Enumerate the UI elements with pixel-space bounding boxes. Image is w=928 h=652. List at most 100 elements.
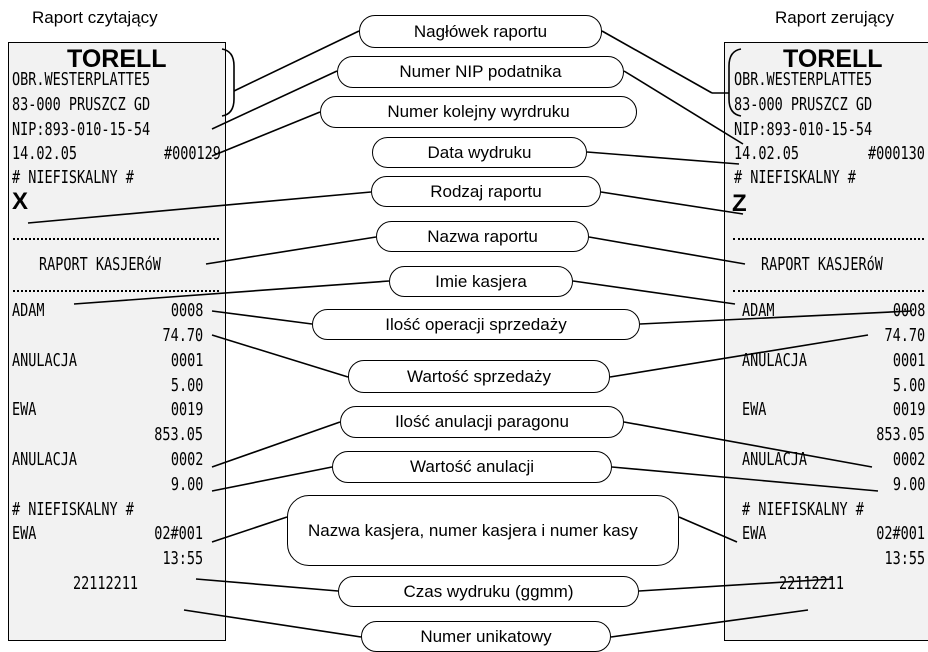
cashier-2-name: EWA [12, 399, 37, 420]
date-value: 14.02.05 [12, 143, 78, 164]
connector-unique-right [610, 609, 809, 638]
nonfiscal-line-2: # NIEFISKALNY # [742, 499, 864, 520]
label-header: Nagłówek raportu [359, 15, 602, 48]
cashier-2-count: 0019 [170, 399, 203, 420]
connector-header-right [601, 30, 713, 94]
cashier-print-name: EWA [12, 523, 37, 544]
connector-nip-left [211, 70, 338, 130]
unique-number: 22112211 [73, 573, 139, 594]
title-left: Raport czytający [32, 8, 158, 27]
unique-number: 22112211 [779, 573, 845, 594]
cancel-2-label: ANULACJA [12, 449, 78, 470]
date-value: 14.02.05 [734, 143, 800, 164]
connector-cashier-info-right [678, 516, 738, 543]
label-serial: Numer kolejny wyrdruku [320, 96, 637, 128]
connector-report-name-right [588, 236, 746, 265]
cashier-1-value: 74.70 [162, 325, 203, 346]
address-line-2: 83-000 PRUSZCZ GD [734, 94, 873, 115]
connector-serial-left [211, 111, 321, 157]
label-unique: Numer unikatowy [361, 621, 611, 652]
connector-nip-right [623, 70, 744, 145]
connector-sales-value-left [211, 334, 349, 378]
label-cancel-count: Ilość anulacji paragonu [340, 406, 624, 438]
address-line-1: OBR.WESTERPLATTE5 [734, 69, 873, 90]
cashier-2-count: 0019 [892, 399, 925, 420]
label-cashier-name: Imie kasjera [389, 266, 573, 297]
nip-line: NIP:893-010-15-54 [734, 119, 873, 140]
header-bracket-left [221, 48, 235, 117]
cashier-2-name: EWA [742, 399, 767, 420]
dotted-separator-1 [733, 238, 924, 240]
address-line-2: 83-000 PRUSZCZ GD [12, 94, 151, 115]
cancel-1-label: ANULACJA [12, 350, 78, 371]
cashier-1-count: 0008 [170, 300, 203, 321]
address-line-1: OBR.WESTERPLATTE5 [12, 69, 151, 90]
cancel-2-count: 0002 [170, 449, 203, 470]
dotted-separator-1 [13, 238, 219, 240]
store-name: TORELL [67, 45, 167, 73]
serial-value: #000130 [868, 143, 925, 164]
connector-sales-count-right [639, 310, 913, 325]
connector-unique-left [183, 609, 362, 638]
label-nip: Numer NIP podatnika [337, 56, 624, 88]
cancel-1-count: 0001 [170, 350, 203, 371]
nip-line: NIP:893-010-15-54 [12, 119, 151, 140]
connector-report-name-left [205, 236, 377, 265]
cancel-1-count: 0001 [892, 350, 925, 371]
report-type: Z [732, 190, 747, 217]
cancel-2-value: 9.00 [170, 474, 203, 495]
connector-header-left [233, 30, 360, 92]
cashier-2-value: 853.05 [154, 424, 203, 445]
connector-time-left [195, 578, 339, 592]
label-sales-count: Ilość operacji sprzedaży [312, 309, 640, 340]
label-cancel-value: Wartość anulacji [332, 451, 612, 483]
connector-cancel-count-right [623, 421, 873, 468]
cancel-1-value: 5.00 [892, 375, 925, 396]
label-time: Czas wydruku (ggmm) [338, 576, 639, 607]
label-sales-value: Wartość sprzedaży [348, 360, 610, 393]
cashier-print-name: EWA [742, 523, 767, 544]
connector-cashier-name-right [572, 280, 736, 305]
nonfiscal-line-1: # NIEFISKALNY # [12, 167, 134, 188]
label-date: Data wydruku [372, 137, 587, 168]
connector-cashier-info-left [211, 516, 288, 543]
nonfiscal-line-2: # NIEFISKALNY # [12, 499, 134, 520]
cancel-2-value: 9.00 [892, 474, 925, 495]
connector-cancel-value-left [211, 466, 333, 492]
title-right: Raport zerujący [775, 8, 895, 27]
cashier-kasa-number: 02#001 [154, 523, 203, 544]
dotted-separator-2 [13, 290, 219, 292]
store-name: TORELL [783, 45, 883, 73]
cashier-kasa-number: 02#001 [876, 523, 925, 544]
connector-cashier-name-left [73, 280, 390, 305]
cancel-2-label: ANULACJA [742, 449, 808, 470]
header-bracket-right [728, 48, 742, 117]
cashier-1-name: ADAM [12, 300, 45, 321]
connector-cancel-value-right [611, 466, 879, 492]
connector-cancel-count-left [211, 421, 341, 468]
dotted-separator-2 [733, 290, 924, 292]
connector-time-right [638, 578, 834, 592]
print-time: 13:55 [884, 548, 925, 569]
connector-date-right [586, 151, 740, 165]
report-name: RAPORT KASJERóW [39, 254, 161, 275]
connector-type-right [600, 191, 744, 215]
label-cashier-info: Nazwa kasjera, numer kasjera i numer kas… [287, 495, 679, 566]
receipt-left: TORELL OBR.WESTERPLATTE5 83-000 PRUSZCZ … [8, 42, 226, 641]
serial-value: #000129 [164, 143, 221, 164]
nonfiscal-line-1: # NIEFISKALNY # [734, 167, 856, 188]
cashier-1-value: 74.70 [884, 325, 925, 346]
cancel-1-value: 5.00 [170, 375, 203, 396]
connector-sales-count-left [211, 310, 313, 325]
cashier-2-value: 853.05 [876, 424, 925, 445]
report-name: RAPORT KASJERóW [761, 254, 883, 275]
print-time: 13:55 [162, 548, 203, 569]
cancel-1-label: ANULACJA [742, 350, 808, 371]
cashier-1-name: ADAM [742, 300, 775, 321]
connector-sales-value-right [609, 334, 869, 378]
report-type: X [12, 188, 29, 215]
connector-type-left [27, 191, 372, 224]
label-report-type: Rodzaj raportu [371, 176, 601, 207]
label-report-name: Nazwa raportu [376, 221, 589, 252]
